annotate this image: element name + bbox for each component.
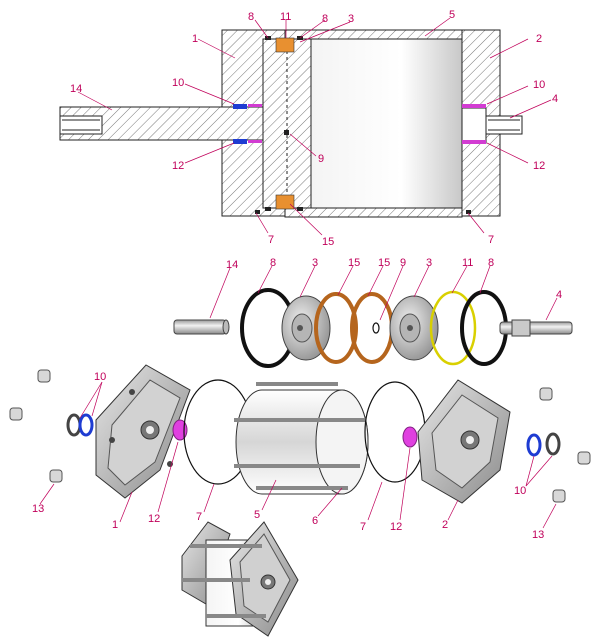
callout-ev-6: 6 <box>312 515 318 527</box>
seal-10-left-line <box>248 104 262 107</box>
callout-sv-11: 11 <box>280 11 291 23</box>
callout-ev-13a: 13 <box>32 503 44 515</box>
callout-sv-5: 5 <box>449 9 455 21</box>
callout-sv-8b: 8 <box>322 13 328 25</box>
callout-ev-3a: 3 <box>312 257 318 269</box>
callout-ev-7b: 7 <box>360 521 366 533</box>
right-port-bore <box>485 115 523 135</box>
barrel-wall-bottom <box>284 207 463 218</box>
seal-10-left-black <box>66 413 82 437</box>
callout-ev-13b: 13 <box>532 529 544 541</box>
callout-ev-14: 14 <box>226 259 238 271</box>
o-ring-8-right <box>460 290 508 366</box>
callout-sv-12b: 12 <box>533 160 545 172</box>
piston-ring-15-a <box>314 292 358 364</box>
callout-ev-12b: 12 <box>390 521 402 533</box>
assembled-view <box>181 521 299 637</box>
rod-thread-bore-left <box>59 115 103 135</box>
right-rod-part <box>499 321 573 335</box>
ring-11-yellow <box>429 290 477 366</box>
seal-10-left <box>233 104 247 109</box>
callout-ev-12a: 12 <box>148 513 160 525</box>
callout-ev-7a: 7 <box>196 511 202 523</box>
callout-sv-4: 4 <box>552 93 558 105</box>
callout-sv-3: 3 <box>348 13 354 25</box>
piston-seal-top <box>275 37 295 53</box>
callout-sv-15: 15 <box>322 236 334 248</box>
callout-sv-10a: 10 <box>172 77 184 89</box>
seal-10-right-blue <box>526 433 542 457</box>
callout-ev-8a: 8 <box>270 257 276 269</box>
callout-sv-7a: 7 <box>268 234 274 246</box>
seal-10-right-black <box>545 432 561 456</box>
callout-ev-2: 2 <box>442 519 448 531</box>
callout-sv-2: 2 <box>536 33 542 45</box>
callout-ev-9: 9 <box>400 257 406 269</box>
piston-rod-part <box>173 319 227 335</box>
seal-10-right <box>462 104 486 108</box>
callout-ev-15b: 15 <box>378 257 390 269</box>
seal-12-right <box>462 140 486 144</box>
o-ring-9 <box>372 322 380 334</box>
exploded-body: 10 10 13 13 1 12 7 5 6 7 12 2 <box>9 364 591 541</box>
callout-ev-4: 4 <box>556 289 562 301</box>
callout-ev-8b: 8 <box>488 257 494 269</box>
callout-ev-11: 11 <box>462 257 473 269</box>
callout-sv-7b: 7 <box>488 234 494 246</box>
callout-ev-5: 5 <box>254 509 260 521</box>
seal-12-right-part <box>402 426 418 448</box>
callout-ev-10a: 10 <box>94 371 106 383</box>
callout-sv-8a: 8 <box>248 11 254 23</box>
callout-sv-10b: 10 <box>533 79 545 91</box>
callout-ev-3b: 3 <box>426 257 432 269</box>
callout-sv-14: 14 <box>70 83 82 95</box>
callout-sv-1: 1 <box>192 33 198 45</box>
seal-12-left <box>233 139 247 144</box>
callout-ev-1: 1 <box>112 519 118 531</box>
section-view: 1 2 3 4 5 7 7 8 8 9 10 10 11 12 12 14 15 <box>59 9 558 248</box>
callout-ev-15a: 15 <box>348 257 360 269</box>
callout-sv-12a: 12 <box>172 160 184 172</box>
piston-seal-bottom <box>275 194 295 210</box>
seal-10-left-blue <box>78 413 94 437</box>
exploded-piston-stack: 14 8 3 15 15 9 3 11 8 4 <box>173 257 573 368</box>
fitting-13-group <box>9 369 591 503</box>
barrel-bore <box>310 38 463 209</box>
callout-sv-9: 9 <box>318 153 324 165</box>
seal-12-left-line <box>248 140 262 143</box>
callout-ev-10b: 10 <box>514 485 526 497</box>
